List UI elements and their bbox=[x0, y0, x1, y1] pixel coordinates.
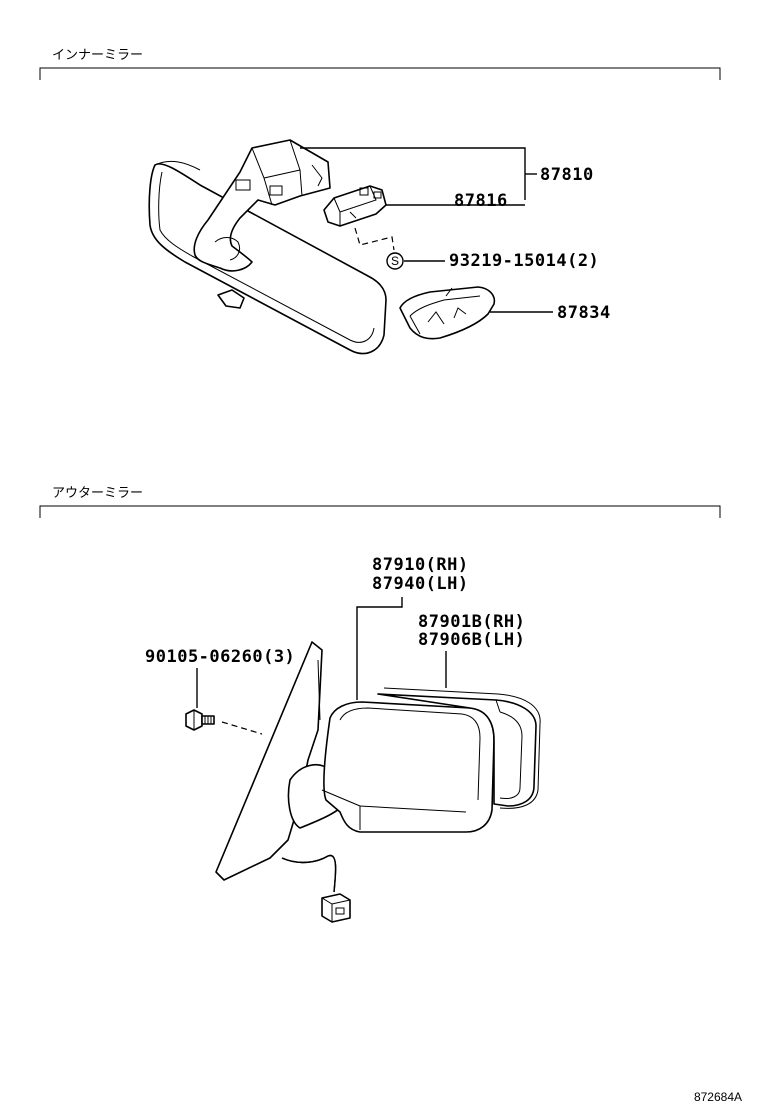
section-title-outer-mirror: アウターミラー bbox=[52, 486, 143, 501]
callout-87910: 87910(RH) bbox=[372, 555, 469, 575]
mirror-glass-illustration bbox=[377, 687, 541, 809]
part-87834-illustration bbox=[399, 286, 496, 340]
callout-93219: 93219-15014(2) bbox=[449, 251, 599, 271]
callout-90105: 90105-06260(3) bbox=[145, 647, 295, 667]
bolt-guide-line bbox=[221, 721, 263, 735]
leader-87810-upper bbox=[300, 147, 526, 200]
section-title-inner-mirror: インナーミラー bbox=[52, 48, 143, 63]
screw-symbol: S bbox=[386, 252, 404, 270]
leader-87910 bbox=[356, 597, 403, 700]
callout-87940: 87940(LH) bbox=[372, 574, 469, 594]
callout-87906B: 87906B(LH) bbox=[418, 630, 525, 650]
outer-mirror-base-illustration bbox=[215, 641, 349, 881]
part-87816-illustration bbox=[323, 185, 387, 227]
wire-harness-illustration bbox=[281, 854, 351, 923]
section-bracket bbox=[39, 67, 721, 80]
section-inner-mirror: インナーミラー bbox=[39, 48, 721, 355]
section-outer-mirror: アウターミラー 87910(RH) 87940(LH) 87901B(RH) 8… bbox=[39, 486, 721, 923]
fastener-guide-line bbox=[354, 227, 395, 251]
inner-mirror-illustration bbox=[148, 139, 387, 355]
callout-87901B: 87901B(RH) bbox=[418, 612, 525, 632]
callout-87834: 87834 bbox=[557, 303, 611, 323]
section-bracket bbox=[39, 505, 721, 518]
outer-mirror-housing-illustration bbox=[321, 701, 495, 833]
callout-87816: 87816 bbox=[454, 191, 508, 211]
bolt-90105-illustration bbox=[185, 709, 215, 731]
callout-87810: 87810 bbox=[540, 165, 594, 185]
diagram-code: 872684A bbox=[694, 1090, 742, 1104]
svg-text:S: S bbox=[391, 254, 399, 268]
